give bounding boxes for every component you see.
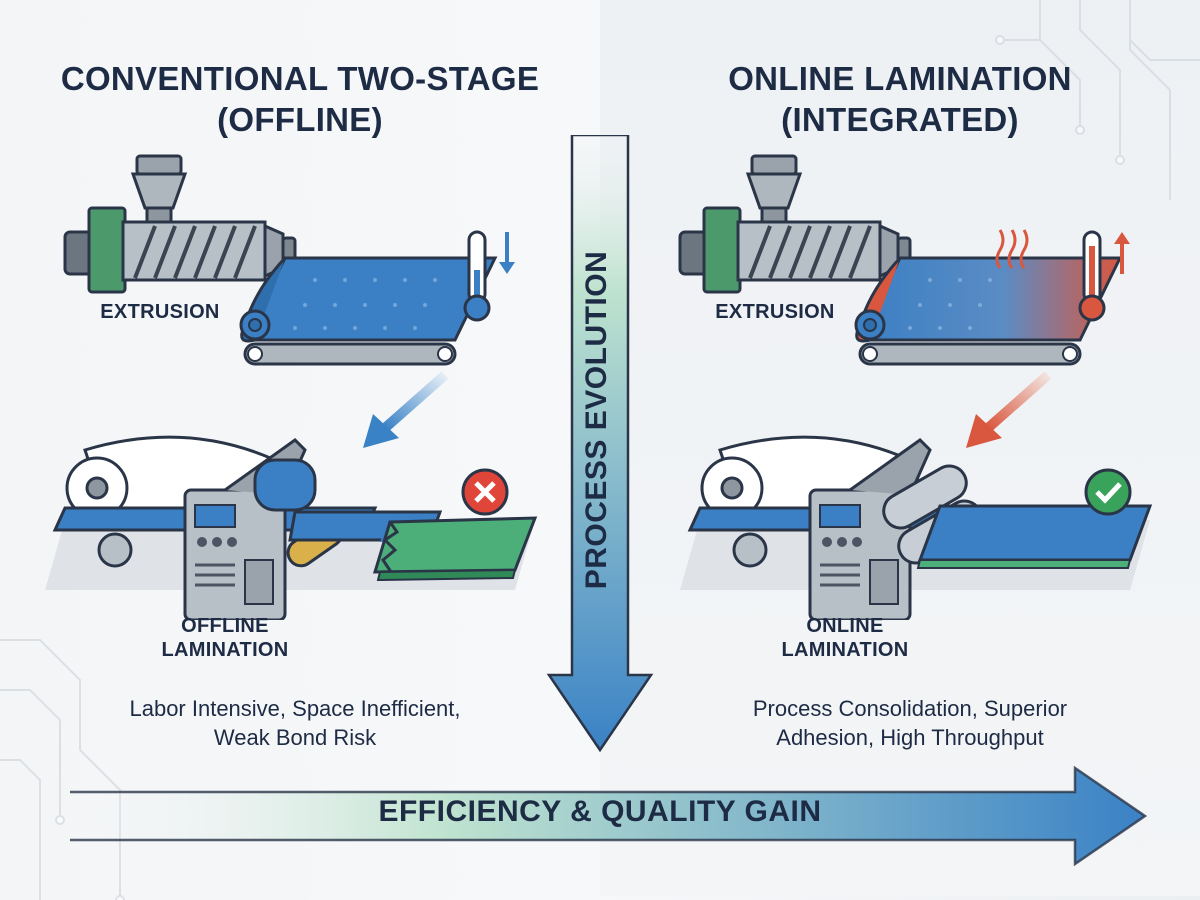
right-lamination-label: ONLINE LAMINATION: [760, 614, 930, 662]
left-caption-line1: Labor Intensive, Space Inefficient,: [129, 696, 461, 721]
left-panel-title: CONVENTIONAL TWO-STAGE (OFFLINE): [40, 58, 560, 140]
extruder-barrel-icon: [678, 206, 912, 294]
efficiency-gain-arrow: [70, 766, 1148, 866]
x-icon: [461, 468, 509, 516]
process-evolution-arrow: [546, 135, 654, 753]
left-title-line1: CONVENTIONAL TWO-STAGE: [60, 60, 540, 97]
conveyor-belt: [243, 342, 457, 366]
right-panel-background: [600, 0, 1200, 896]
right-caption: Process Consolidation, Superior Adhesion…: [700, 694, 1120, 752]
efficiency-gain-label: EFFICIENCY & QUALITY GAIN: [378, 795, 822, 828]
left-flow-arrow: [363, 371, 449, 448]
left-lamination-label: OFFLINE LAMINATION: [140, 614, 310, 662]
check-icon: [1084, 468, 1132, 516]
conveyor-belt: [858, 342, 1082, 366]
right-extrusion-label: EXTRUSION: [715, 301, 835, 323]
process-evolution-label: PROCESS EVOLUTION: [580, 250, 613, 590]
left-extruder-illustration: [63, 154, 515, 366]
left-lamination-illustration: [45, 435, 538, 620]
right-lamination-illustration: [680, 435, 1153, 620]
left-extrusion-label: EXTRUSION: [100, 301, 220, 323]
right-title-line2: (INTEGRATED): [781, 101, 1019, 138]
hopper-icon: [745, 154, 803, 224]
right-caption-line1: Process Consolidation, Superior: [752, 696, 1068, 721]
right-lamination-label-line2: LAMINATION: [781, 639, 909, 661]
right-lamination-label-line1: ONLINE: [806, 615, 884, 637]
offline-laminator-machine: [183, 438, 307, 620]
hopper-icon: [130, 154, 188, 224]
left-title-line2: (OFFLINE): [217, 101, 383, 138]
heat-waves-icon: [995, 229, 1029, 269]
left-caption-line2: Weak Bond Risk: [213, 725, 377, 750]
right-extruder-illustration: [678, 154, 1130, 366]
left-lamination-label-line1: OFFLINE: [181, 615, 269, 637]
right-panel-title: ONLINE LAMINATION (INTEGRATED): [640, 58, 1160, 140]
left-lamination-label-line2: LAMINATION: [161, 639, 289, 661]
circuit-decoration-top-right: [995, 0, 1200, 200]
right-title-line1: ONLINE LAMINATION: [728, 60, 1072, 97]
thermometer-hot-icon: [1078, 230, 1130, 322]
thermometer-cool-icon: [463, 230, 515, 322]
right-caption-line2: Adhesion, High Throughput: [776, 725, 1044, 750]
extruder-barrel-icon: [63, 206, 297, 294]
heated-film-sheet: [854, 256, 1123, 343]
right-flow-arrow: [966, 371, 1052, 448]
left-caption: Labor Intensive, Space Inefficient, Weak…: [80, 694, 510, 752]
extruded-film-sheet: [239, 256, 498, 343]
